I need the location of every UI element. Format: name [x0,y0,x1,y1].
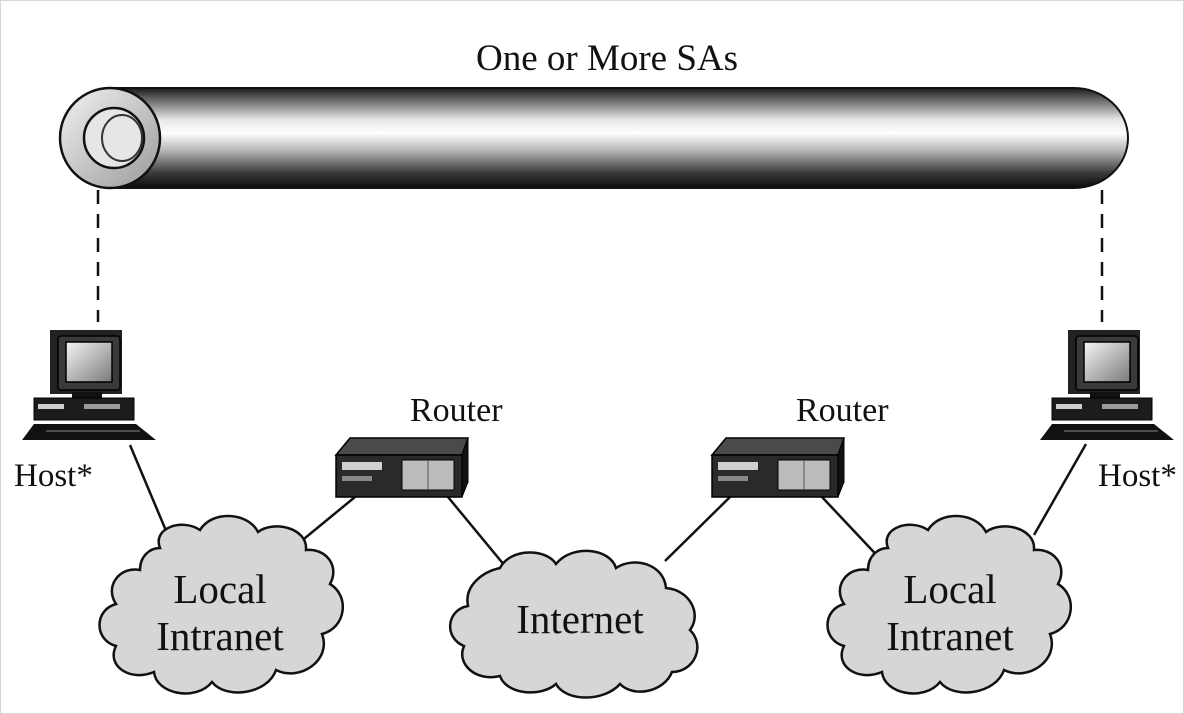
router-icon [710,437,846,498]
computer-icon [1040,330,1174,440]
host-label: Host* [14,458,93,494]
cloud-label: Internet [470,596,690,643]
host-label: Host* [1098,458,1177,494]
cloud-label-line: Local [903,566,997,612]
cloud-icon [826,514,1073,695]
tunnel-label: One or More SAs [476,38,739,79]
router-label: Router [796,392,889,429]
cloud-icon [98,514,345,695]
cloud-label: Local Intranet [110,566,330,660]
router-icon [334,437,470,498]
cloud-label-line: Internet [516,596,644,642]
cloud-label-line: Local [173,566,267,612]
tunnel-opening [82,106,146,170]
cloud-label-line: Intranet [886,613,1014,660]
cloud-icon [448,549,699,699]
router-label: Router [410,392,503,429]
computer-icon [22,330,156,440]
cloud-label-line: Intranet [156,613,284,660]
sa-tunnel [58,86,1129,190]
cloud-label: Local Intranet [840,566,1060,660]
